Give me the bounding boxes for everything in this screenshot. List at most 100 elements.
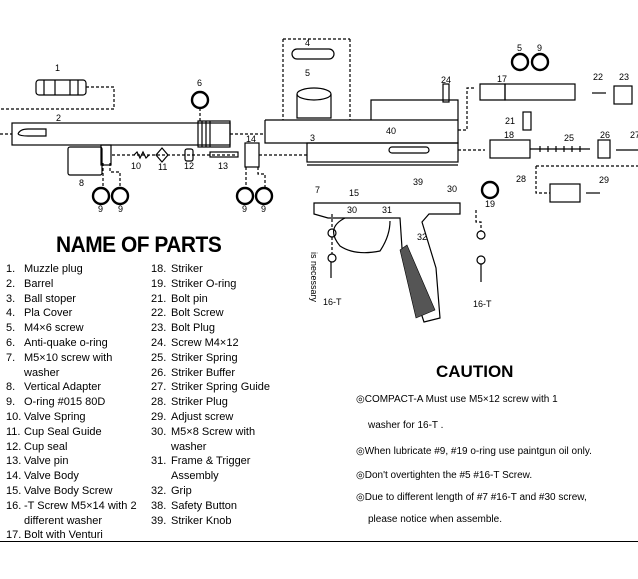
part-number: 12. <box>6 440 22 453</box>
callout-label: 9 <box>261 204 266 214</box>
part-list-item: 2.Barrel <box>6 277 151 292</box>
part-number: 15. <box>6 484 22 497</box>
part-list-item: 16.-T Screw M5×14 with 2 different washe… <box>6 499 151 529</box>
callout-label: 19 <box>485 199 495 209</box>
callout-label: 31 <box>382 205 392 215</box>
part-name: Striker O-ring <box>171 277 237 290</box>
is-necessary-note: is necessary <box>309 252 319 303</box>
part-name: Bolt Plug <box>171 322 216 335</box>
part-list-item: 19. Striker O-ring <box>151 277 321 292</box>
caution-line: ◎Due to different length of #7 #16-T and… <box>356 492 587 503</box>
part-list-item: 38. Safety Button <box>151 499 321 514</box>
callout-label: 40 <box>386 126 396 136</box>
part-name: Striker Knob <box>171 514 232 527</box>
part-number: 3. <box>6 292 16 305</box>
part-number: 8. <box>6 381 16 394</box>
callout-label: 5 <box>305 68 310 78</box>
barrel-part <box>0 90 265 148</box>
part-name: Frame & Trigger Assembly <box>171 455 251 483</box>
part-number: 19. <box>151 277 167 290</box>
part-number: 6. <box>6 336 16 349</box>
part-number: 13. <box>6 455 22 468</box>
callout-label: 16-T <box>323 297 342 307</box>
callout-label: 8 <box>79 178 84 188</box>
callout-label: 30 <box>347 205 357 215</box>
callout-label: 17 <box>497 74 507 84</box>
part-list-item: 8.Vertical Adapter <box>6 380 151 395</box>
callout-label: 23 <box>619 72 629 82</box>
part-list-item: 30.M5×8 Screw with washer <box>151 425 321 455</box>
bottom-rule <box>0 541 638 542</box>
part-name: Cup Seal Guide <box>24 425 102 438</box>
part-name: M5×8 Screw with washer <box>171 425 256 453</box>
part-number: 23. <box>151 322 167 335</box>
part-list-item: 29.Adjust screw <box>151 410 321 425</box>
receiver-body-part <box>264 38 485 166</box>
part-list-item: 22.Bolt Screw <box>151 306 321 321</box>
part-list-item: 39. Striker Knob <box>151 514 321 529</box>
callout-label: 25 <box>564 133 574 143</box>
part-list-item: 1. Muzzle plug <box>6 262 151 277</box>
part-number: 38. <box>151 499 167 512</box>
part-list-item: 15.Valve Body Screw <box>6 484 151 499</box>
part-list-item: 23. Bolt Plug <box>151 321 321 336</box>
callout-label: 39 <box>413 177 423 187</box>
part-list-item: 26. Striker Buffer <box>151 366 321 381</box>
caution-line: ◎COMPACT-A Must use M5×12 screw with 1 <box>356 394 558 405</box>
callout-label: 13 <box>218 161 228 171</box>
callout-label: 11 <box>158 162 167 172</box>
part-name: Bolt pin <box>171 292 208 305</box>
part-number: 1. <box>6 263 16 275</box>
callout-label: 28 <box>516 174 526 184</box>
callout-label: 9 <box>118 204 123 214</box>
part-number: 2. <box>6 277 16 290</box>
part-number: 11. <box>6 425 21 438</box>
caution-line: please notice when assemble. <box>368 514 502 525</box>
part-number: 10. <box>6 410 22 423</box>
part-list-item: 25.Striker Spring <box>151 351 321 366</box>
callout-label: 16-T <box>473 299 492 309</box>
part-list-item: 5.M4×6 screw <box>6 321 151 336</box>
part-list-item: 9.O-ring #015 80D <box>6 395 151 410</box>
part-name: Valve pin <box>24 455 69 468</box>
part-number: 14. <box>6 470 22 483</box>
part-number: 27. <box>151 381 167 394</box>
frame-and-grip-part <box>313 202 486 323</box>
callout-label: 30 <box>447 184 457 194</box>
part-list-item: 10.Valve Spring <box>6 410 151 425</box>
callout-label: 32 <box>417 232 427 242</box>
part-list-item: 3. Ball stoper <box>6 292 151 307</box>
muzzle-plug-part <box>0 79 115 110</box>
part-name: Cup seal <box>24 440 68 453</box>
part-number: 39. <box>151 514 167 527</box>
part-list-item: 12.Cup seal <box>6 440 151 455</box>
callout-label: 14 <box>246 134 256 144</box>
part-list-item: 27.Striker Spring Guide <box>151 380 321 395</box>
part-number: 24. <box>151 336 167 349</box>
part-name: Ball stoper <box>24 292 76 305</box>
callout-label: 5 <box>517 43 522 53</box>
part-list-item: 4.Pla Cover <box>6 306 151 321</box>
part-list-item: 17.Bolt with Venturi <box>6 528 151 543</box>
part-number: 22. <box>151 307 167 320</box>
callout-label: 29 <box>599 175 609 185</box>
part-number: 26. <box>151 366 167 379</box>
part-name: Striker Buffer <box>171 366 235 379</box>
bolt-part <box>442 52 638 203</box>
callout-label: 2 <box>56 113 61 123</box>
callout-label: 7 <box>315 185 320 195</box>
part-list-item: 13.Valve pin <box>6 454 151 469</box>
part-list-item: 28.Striker Plug <box>151 395 321 410</box>
part-name: Anti-quake o-ring <box>24 336 108 349</box>
callout-label: 9 <box>242 204 247 214</box>
part-name: Safety Button <box>171 499 238 512</box>
part-list-item: 24.Screw M4×12 <box>151 336 321 351</box>
part-name: Muzzle plug <box>24 263 83 275</box>
part-name: Grip <box>171 484 192 497</box>
caution-title: CAUTION <box>436 362 514 381</box>
part-name: Valve Spring <box>24 410 86 423</box>
part-name: Striker <box>171 263 203 275</box>
part-name: M5×10 screw with washer <box>24 351 113 379</box>
